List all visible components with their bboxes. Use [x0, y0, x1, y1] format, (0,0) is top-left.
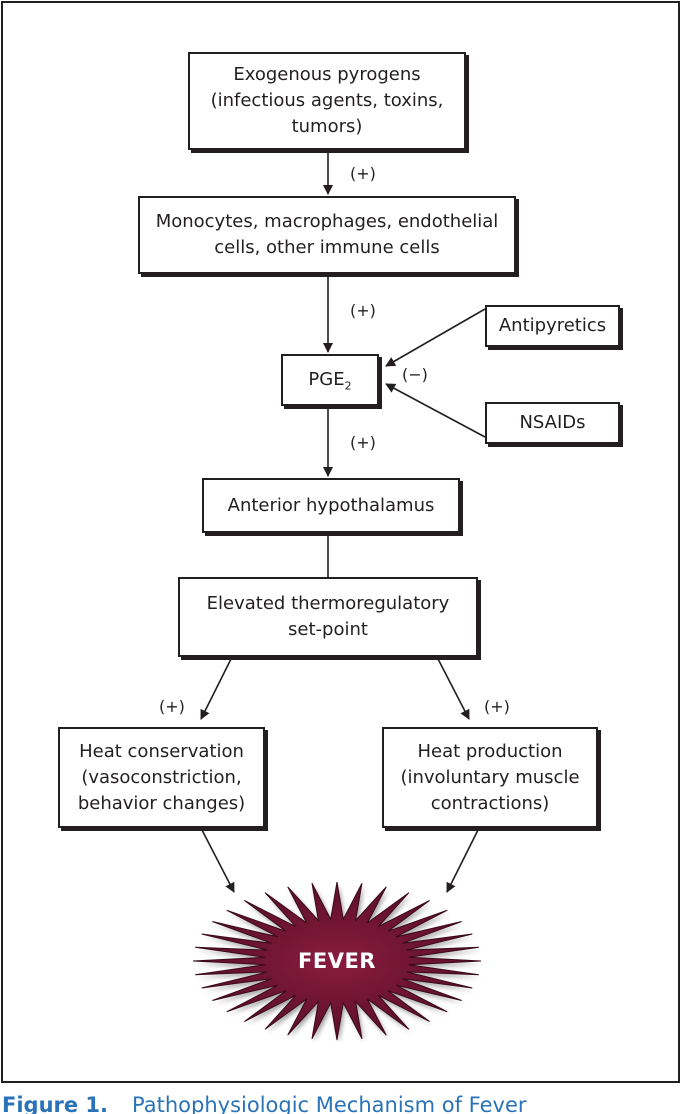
node-immune-line-1: Monocytes, macrophages, endothelial	[155, 211, 499, 232]
node-conservation-line-1: Heat conservation	[79, 740, 244, 762]
node-pge2-label: PGE2	[308, 369, 352, 393]
arrow-setpoint-to-conservation	[200, 656, 233, 720]
node-nsaids: NSAIDs	[485, 402, 620, 444]
node-anterior-hypothalamus: Anterior hypothalamus	[202, 478, 460, 533]
arrow-production-to-fever	[446, 829, 479, 893]
node-antipyretics: Antipyretics	[485, 305, 620, 347]
node-setpoint-line-1: Elevated thermoregulatory	[206, 593, 450, 614]
arrow-conservation-to-fever	[201, 829, 235, 893]
node-heat-conservation: Heat conservation (vasoconstriction, beh…	[58, 727, 265, 828]
node-nsaids-label: NSAIDs	[519, 412, 586, 433]
figure-caption: Figure 1. Pathophysiologic Mechanism of F…	[2, 1090, 682, 1114]
node-exogenous-pyrogens: Exogenous pyrogens (infectious agents, t…	[188, 52, 466, 150]
node-production-line-2: (involuntary muscle	[400, 766, 580, 788]
node-conservation-line-2: (vasoconstriction,	[81, 766, 242, 788]
node-heat-production: Heat production (involuntary muscle cont…	[382, 727, 598, 828]
node-immune-cells: Monocytes, macrophages, endothelial cell…	[138, 196, 516, 274]
node-conservation-line-3: behavior changes)	[77, 792, 246, 814]
label-plus-immune-pge: (+)	[350, 301, 376, 320]
node-elevated-set-point: Elevated thermoregulatory set-point	[178, 577, 478, 657]
label-minus-inhibitors: (−)	[402, 365, 428, 384]
figure-title: Pathophysiologic Mechanism of Fever	[132, 1093, 527, 1114]
node-pyrogens-line-2: (infectious agents, toxins,	[210, 90, 444, 111]
label-plus-setpoint-production: (+)	[484, 697, 510, 716]
node-immune-line-2: cells, other immune cells	[214, 237, 440, 258]
figure-frame	[1, 1, 680, 1083]
node-production-line-1: Heat production	[417, 740, 563, 762]
arrow-setpoint-to-production	[436, 656, 470, 720]
fever-burst: FEVER	[190, 880, 484, 1043]
node-pyrogens-line-1: Exogenous pyrogens	[233, 64, 421, 85]
node-pge2-subscript: 2	[344, 379, 352, 393]
label-plus-setpoint-conservation: (+)	[159, 697, 185, 716]
node-pge2: PGE2	[281, 354, 379, 406]
fever-label: FEVER	[298, 949, 376, 973]
node-setpoint-line-2: set-point	[288, 619, 368, 640]
figure-number: Figure 1.	[2, 1093, 109, 1114]
node-antipyretics-label: Antipyretics	[498, 315, 607, 336]
fever-burst-shape	[192, 881, 483, 1043]
node-hypothalamus-label: Anterior hypothalamus	[227, 494, 435, 516]
label-plus-pyrogens-immune: (+)	[350, 164, 376, 183]
arrow-nsaids-to-pge	[385, 383, 486, 438]
arrow-antipyretics-to-pge	[385, 308, 486, 367]
label-plus-pge-hypothalamus: (+)	[350, 433, 376, 452]
node-pyrogens-line-3: tumors)	[291, 116, 363, 137]
node-production-line-3: contractions)	[430, 792, 550, 814]
